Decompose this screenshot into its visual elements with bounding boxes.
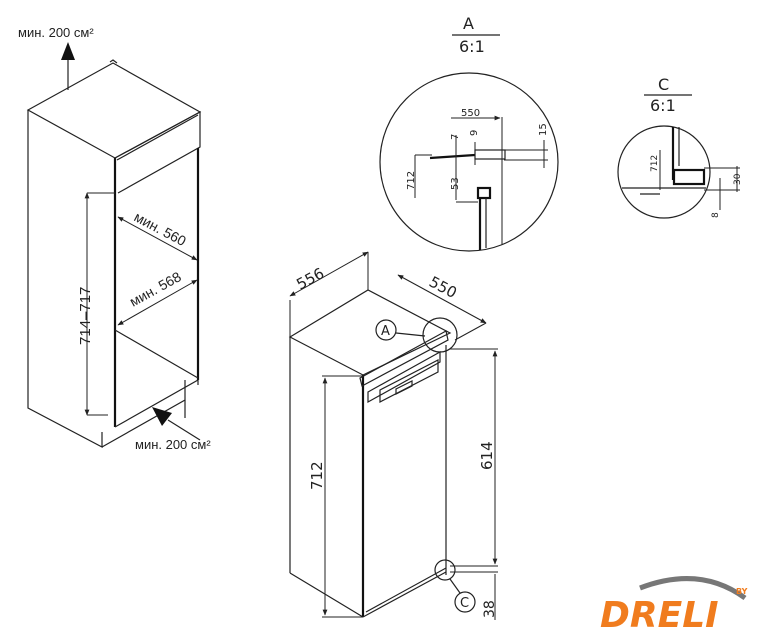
detail-c-scale: 6:1 [650,96,676,115]
callout-c-label: C [460,596,469,611]
vent-up-arrow-icon [61,42,75,60]
detail-a-dim-9: 9 [469,130,480,136]
detail-a-title: A [463,14,474,33]
detail-a-dim-7: 7 [450,134,461,140]
detail-a-dim-15: 15 [538,123,549,136]
vent-top-label: мин. 200 см² [18,25,94,40]
height-label: 712 [308,461,326,490]
callout-a-circle [422,317,458,353]
logo-by: BY [736,587,748,596]
detail-a-dim-712: 712 [406,171,417,190]
detail-a-dim-550: 550 [461,108,480,119]
detail-c-title: C [658,75,669,94]
logo-swoosh [639,576,747,601]
detail-a-dim-53: 53 [450,177,461,190]
detail-c-dim-712: 712 [650,155,660,172]
cabinet-top [26,62,202,159]
cabinet-drawing: 714–717 мин. 560 мин. 568 мин. 200 см² м… [18,25,211,452]
vent-bottom-arrow-icon [152,407,172,426]
niche-height-label: 714–717 [77,287,94,345]
detail-c: C 6:1 712 30 8 [617,75,743,219]
callout-c-circle [434,559,456,581]
cabinet-side [27,110,103,448]
hinge-height-label: 614 [478,441,496,470]
dreli-logo: DRELI BY [600,576,748,636]
width-label: 550 [426,273,460,302]
bottom-offset-label: 38 [482,600,498,618]
vent-bottom-label: мин. 200 см² [135,437,211,452]
appliance-drawing: 556 550 712 614 38 A C [288,251,498,620]
callout-a-label: A [381,324,390,339]
detail-a-scale: 6:1 [459,37,485,56]
detail-a: A 6:1 550 7 9 15 712 53 [379,14,559,252]
detail-c-dim-8: 8 [711,212,721,218]
detail-c-dim-30: 30 [733,173,743,185]
logo-text: DRELI [600,595,719,636]
depth-label: 556 [293,264,327,293]
